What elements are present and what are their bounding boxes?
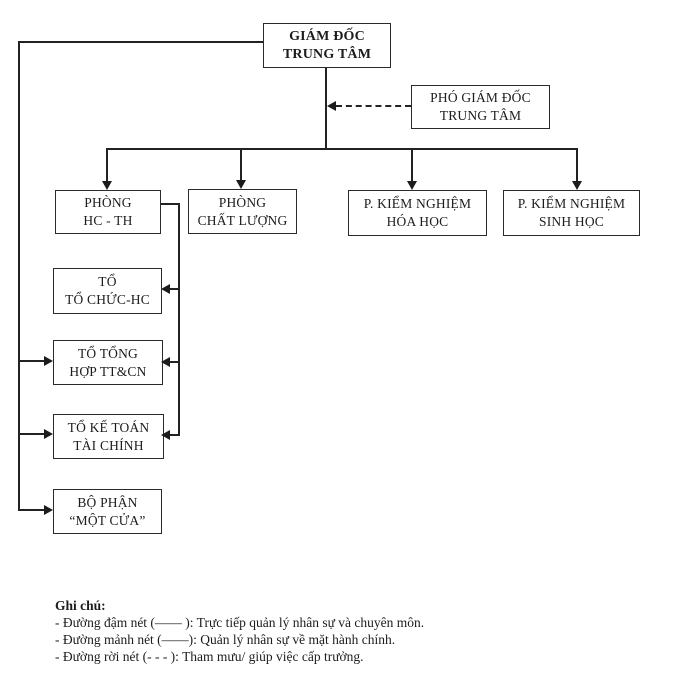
arrowhead-right-onedoor bbox=[44, 505, 53, 515]
connector-hcth-finance bbox=[169, 434, 179, 436]
box-director: GIÁM ĐỐC TRUNG TÂM bbox=[263, 23, 391, 68]
connector-leftrail-finance bbox=[18, 433, 45, 435]
connector-drop-biology bbox=[576, 148, 578, 182]
connector-hcth-rail-vertical bbox=[178, 203, 180, 436]
arrowhead-down-chemistry bbox=[407, 181, 417, 190]
box-deputy-line1: PHÓ GIÁM ĐỐC bbox=[430, 90, 531, 105]
connector-hcth-rail-top bbox=[159, 203, 180, 205]
box-team-organization: TỔ TỔ CHỨC-HC bbox=[53, 268, 162, 314]
connector-drop-hcth bbox=[106, 148, 108, 182]
arrowhead-down-quality bbox=[236, 180, 246, 189]
arrowhead-down-hcth bbox=[102, 181, 112, 190]
box-dept-chemistry: P. KIỂM NGHIỆM HÓA HỌC bbox=[348, 190, 487, 236]
box-director-line2: TRUNG TÂM bbox=[282, 46, 372, 62]
box-team-onedoor-line2: “MỘT CỬA” bbox=[69, 512, 146, 528]
arrowhead-left-finance bbox=[161, 430, 170, 440]
connector-distributor bbox=[106, 148, 578, 150]
arrowhead-left-synth bbox=[161, 357, 170, 367]
box-dept-biology-line1: P. KIỂM NGHIỆM bbox=[517, 196, 626, 211]
connector-director-stem bbox=[325, 66, 327, 149]
box-dept-quality-line2: CHẤT LƯỢNG bbox=[197, 212, 288, 228]
connector-leftrail-synth bbox=[18, 360, 45, 362]
connector-hcth-org bbox=[169, 288, 179, 290]
box-team-synthesis-line1: TỔ TỔNG bbox=[77, 345, 139, 361]
box-dept-chemistry-line1: P. KIỂM NGHIỆM bbox=[363, 196, 472, 211]
connector-drop-quality bbox=[240, 148, 242, 182]
box-dept-biology: P. KIỂM NGHIỆM SINH HỌC bbox=[503, 190, 640, 236]
box-team-organization-line2: TỔ CHỨC-HC bbox=[65, 292, 150, 307]
box-dept-chemistry-line2: HÓA HỌC bbox=[386, 214, 449, 229]
box-team-finance-line2: TÀI CHÍNH bbox=[73, 437, 144, 453]
arrowhead-right-synth bbox=[44, 356, 53, 366]
box-team-synthesis-line2: HỢP TT&CN bbox=[69, 363, 147, 379]
arrowhead-left-org bbox=[161, 284, 170, 294]
box-dept-hcth: PHÒNG HC - TH bbox=[55, 190, 161, 234]
connector-deputy-dashed bbox=[336, 105, 411, 107]
connector-drop-chemistry bbox=[411, 148, 413, 182]
box-director-line1: GIÁM ĐỐC bbox=[289, 28, 365, 44]
legend-item-thick: - Đường đậm nét (—— ): Trực tiếp quản lý… bbox=[55, 615, 425, 630]
legend-title: Ghi chú: bbox=[55, 598, 106, 613]
box-dept-hcth-line2: HC - TH bbox=[83, 213, 133, 228]
box-team-onedoor-line1: BỘ PHẬN bbox=[77, 494, 138, 510]
legend: Ghi chú: - Đường đậm nét (—— ): Trực tiế… bbox=[55, 597, 424, 665]
box-dept-quality-line1: PHÒNG bbox=[218, 194, 267, 210]
box-team-finance: TỔ KẾ TOÁN TÀI CHÍNH bbox=[53, 414, 164, 459]
connector-leftrail-vertical bbox=[18, 41, 20, 511]
box-deputy-director: PHÓ GIÁM ĐỐC TRUNG TÂM bbox=[411, 85, 550, 129]
legend-item-thin: - Đường mảnh nét (——): Quản lý nhân sự v… bbox=[55, 632, 396, 647]
legend-item-dashed: - Đường rời nét (- - - ): Tham mưu/ giúp… bbox=[55, 649, 364, 664]
box-deputy-line2: TRUNG TÂM bbox=[439, 108, 522, 123]
box-team-finance-line1: TỔ KẾ TOÁN bbox=[67, 419, 150, 435]
arrowhead-left-deputy bbox=[327, 101, 336, 111]
connector-leftrail-onedoor bbox=[18, 509, 45, 511]
box-dept-hcth-line1: PHÒNG bbox=[84, 195, 132, 210]
box-team-onedoor: BỘ PHẬN “MỘT CỬA” bbox=[53, 489, 162, 534]
box-dept-biology-line2: SINH HỌC bbox=[539, 214, 604, 229]
arrowhead-right-finance bbox=[44, 429, 53, 439]
box-team-organization-line1: TỔ bbox=[98, 274, 117, 289]
box-dept-quality: PHÒNG CHẤT LƯỢNG bbox=[188, 189, 297, 234]
arrowhead-down-biology bbox=[572, 181, 582, 190]
connector-hcth-synth bbox=[169, 361, 179, 363]
connector-leftrail-top bbox=[18, 41, 263, 43]
box-team-synthesis: TỔ TỔNG HỢP TT&CN bbox=[53, 340, 163, 385]
